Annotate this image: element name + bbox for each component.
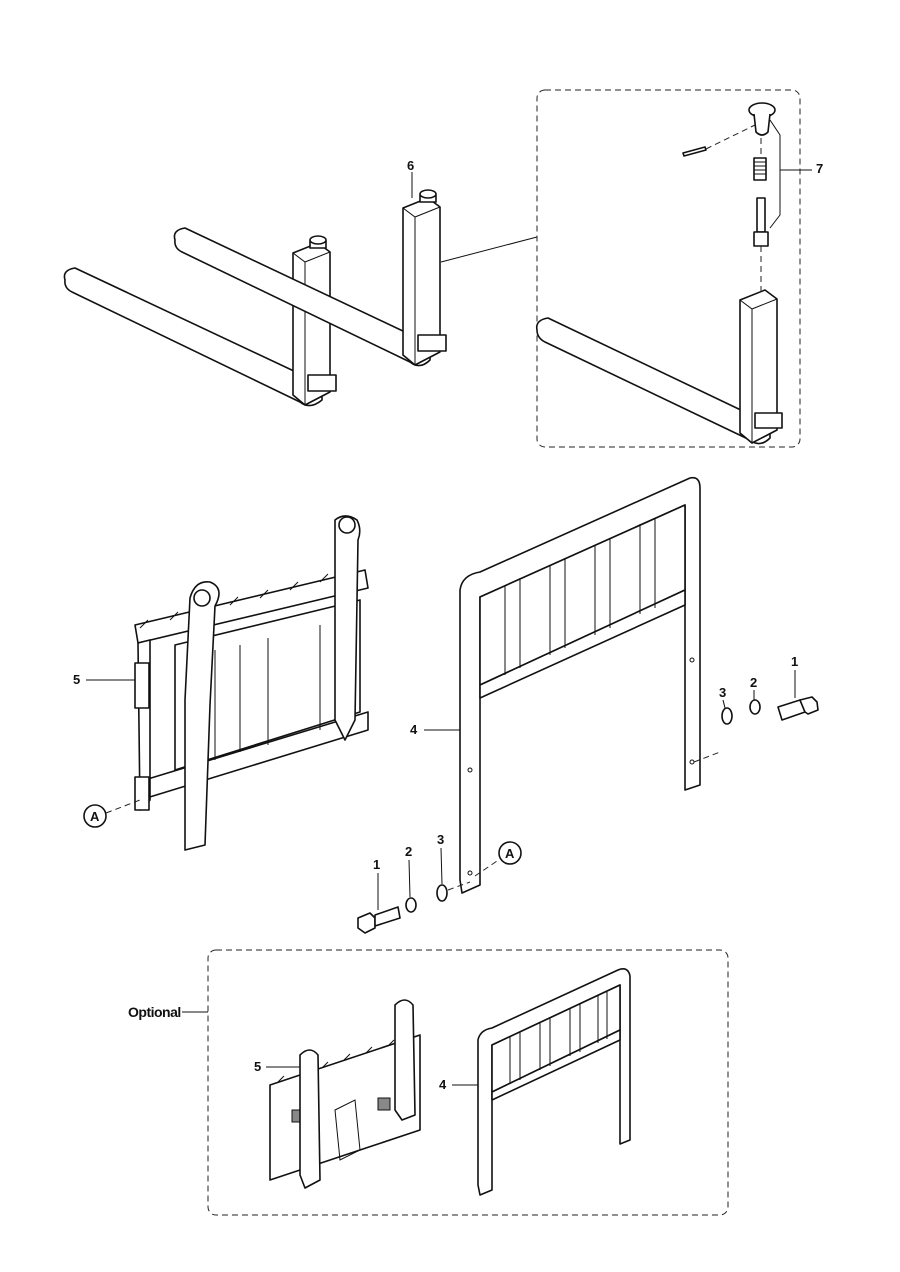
lock-pin-parts bbox=[682, 102, 812, 292]
callout-3-left: 3 bbox=[437, 832, 444, 847]
optional-load-backrest bbox=[477, 968, 631, 1196]
callout-4: 4 bbox=[410, 722, 418, 737]
leader-3-left bbox=[440, 847, 443, 885]
callout-5: 5 bbox=[73, 672, 80, 687]
hardware-left bbox=[357, 858, 501, 934]
callout-4-optional: 4 bbox=[439, 1077, 447, 1092]
hardware-right bbox=[693, 696, 819, 763]
reference-a-left-line bbox=[105, 799, 141, 814]
reference-a-right: A bbox=[505, 846, 515, 861]
callout-1-left: 1 bbox=[373, 857, 380, 872]
fork-rear bbox=[173, 189, 447, 367]
optional-group-box bbox=[207, 949, 729, 1216]
leader-2-left bbox=[408, 859, 411, 898]
detail-inset-box bbox=[536, 89, 801, 448]
optional-label: Optional bbox=[128, 1004, 181, 1020]
callout-2-left: 2 bbox=[405, 844, 412, 859]
callout-7: 7 bbox=[816, 161, 823, 176]
load-backrest bbox=[459, 476, 701, 894]
detail-connector-line bbox=[440, 236, 538, 263]
reference-a-right-circle bbox=[498, 841, 522, 865]
reference-a-left-circle bbox=[83, 804, 107, 828]
reference-a-left: A bbox=[90, 809, 100, 824]
fork-detail bbox=[535, 289, 783, 445]
callout-5-optional: 5 bbox=[254, 1059, 261, 1074]
optional-fork-carriage bbox=[269, 999, 421, 1189]
leader-3-right bbox=[722, 699, 726, 709]
fork-carriage bbox=[134, 515, 369, 851]
callout-2-right: 2 bbox=[750, 675, 757, 690]
callout-1-right: 1 bbox=[791, 654, 798, 669]
callout-3-right: 3 bbox=[719, 685, 726, 700]
callout-6: 6 bbox=[407, 158, 414, 173]
